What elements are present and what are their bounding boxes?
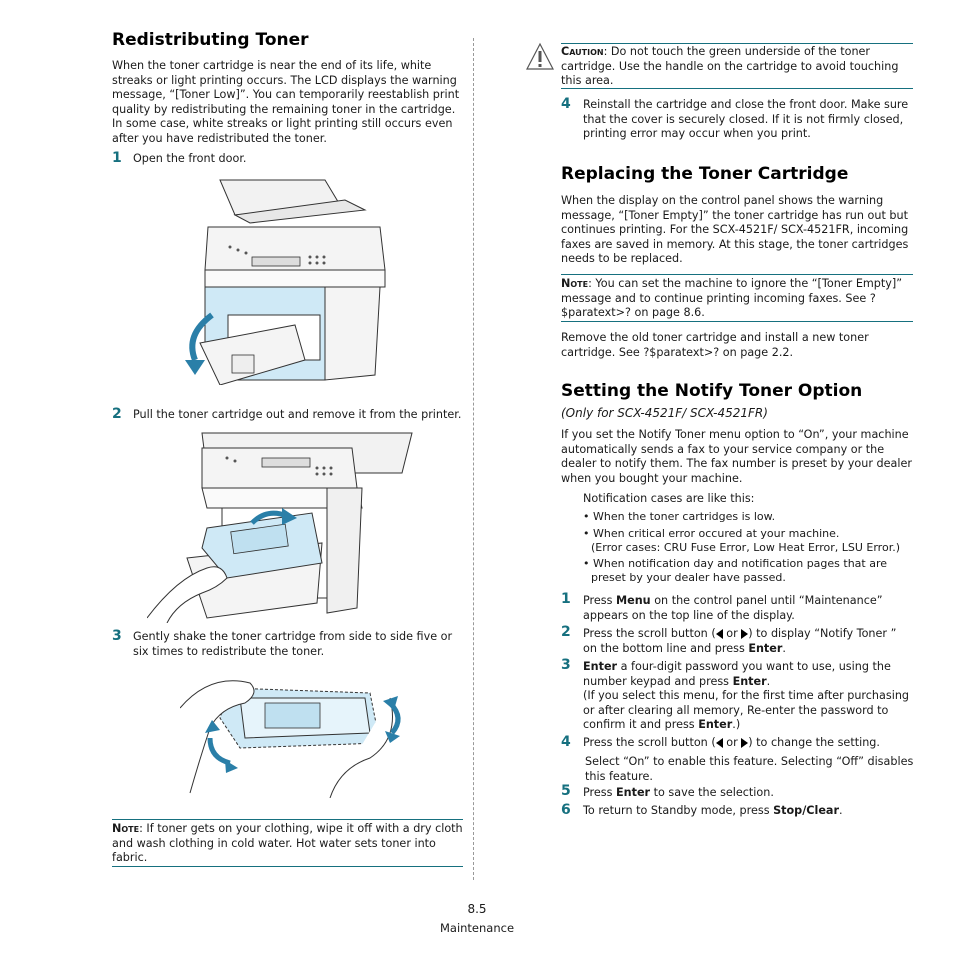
step-number: 5 xyxy=(561,783,571,799)
scroll-left-icon xyxy=(715,629,723,639)
scroll-right-icon xyxy=(741,629,749,639)
step-number: 6 xyxy=(561,802,571,818)
footer-section: Maintenance xyxy=(439,921,515,935)
list-item: preset by your dealer have passed. xyxy=(591,571,786,585)
column-divider xyxy=(473,38,474,880)
step-number: 3 xyxy=(561,657,571,673)
right-note: Note: You can set the machine to ignore … xyxy=(561,277,913,321)
step-text: Reinstall the cartridge and close the fr… xyxy=(583,98,909,141)
note-rule-top xyxy=(561,274,913,275)
notify-subtitle: (Only for SCX-4521F/ SCX-4521FR) xyxy=(561,406,768,420)
remove-cartridge-text: Remove the old toner cartridge and insta… xyxy=(561,331,869,359)
scroll-right-icon xyxy=(741,738,749,748)
step-number: 4 xyxy=(561,734,571,750)
section-title-replacing: Replacing the Toner Cartridge xyxy=(561,164,849,184)
step-text: Press the scroll button ( or ) to displa… xyxy=(583,627,897,655)
step-text: Press the scroll button ( or ) to change… xyxy=(583,736,880,749)
printer-open-door-illustration xyxy=(185,179,386,385)
step-number: 2 xyxy=(112,406,122,422)
step-number: 1 xyxy=(112,150,122,166)
step-text: Press Enter to save the selection. xyxy=(583,786,774,799)
notify-intro: If you set the Notify Toner menu option … xyxy=(561,428,912,485)
note-text: : You can set the machine to ignore the … xyxy=(561,277,903,320)
cases-list: • When the toner cartridges is low. • Wh… xyxy=(583,510,918,586)
step-text: Gently shake the toner cartridge from si… xyxy=(133,630,453,658)
cases-label: Notification cases are like this: xyxy=(583,492,755,505)
list-item: • When critical error occured at your ma… xyxy=(583,526,840,540)
step-number: 3 xyxy=(112,628,122,644)
note-rule-bottom xyxy=(112,866,463,867)
note-label: Note xyxy=(112,822,140,835)
step-number: 2 xyxy=(561,624,571,640)
note-rule-top xyxy=(112,819,463,820)
shake-toner-illustration xyxy=(180,680,401,798)
note-text: : If toner gets on your clothing, wipe i… xyxy=(112,822,463,865)
section-title-notify: Setting the Notify Toner Option xyxy=(561,381,863,401)
step-number: 4 xyxy=(561,96,571,112)
step-detail: Select “On” to enable this feature. Sele… xyxy=(585,755,914,783)
list-item: • When notification day and notification… xyxy=(583,556,888,570)
left-note: Note: If toner gets on your clothing, wi… xyxy=(112,822,464,866)
caution-text: : Do not touch the green underside of th… xyxy=(561,45,899,88)
list-item: (Error cases: CRU Fuse Error, Low Heat E… xyxy=(591,541,900,555)
caution-icon xyxy=(526,42,554,70)
scroll-left-icon xyxy=(715,738,723,748)
note-rule-bottom xyxy=(561,321,913,322)
replacing-intro: When the display on the control panel sh… xyxy=(561,194,909,266)
caution-note: Caution: Do not touch the green undersid… xyxy=(561,45,913,89)
step-text: Enter a four-digit password you want to … xyxy=(583,660,910,732)
step-text: To return to Standby mode, press Stop/Cl… xyxy=(583,804,843,817)
step-number: 1 xyxy=(561,591,571,607)
remove-toner-illustration xyxy=(147,432,413,623)
list-item: • When the toner cartridges is low. xyxy=(583,510,776,523)
caution-rule-top xyxy=(561,43,913,44)
note-label: Note xyxy=(561,277,589,290)
page-number: 8.5 xyxy=(467,902,487,916)
step-text: Open the front door. xyxy=(133,152,247,165)
caution-label: Caution xyxy=(561,45,604,58)
caution-rule-bottom xyxy=(561,88,913,89)
section-title-redistributing: Redistributing Toner xyxy=(112,30,309,50)
redistributing-intro: When the toner cartridge is near the end… xyxy=(112,59,460,145)
step-text: Press Menu on the control panel until “M… xyxy=(583,594,883,622)
step-text: Pull the toner cartridge out and remove … xyxy=(133,408,462,421)
